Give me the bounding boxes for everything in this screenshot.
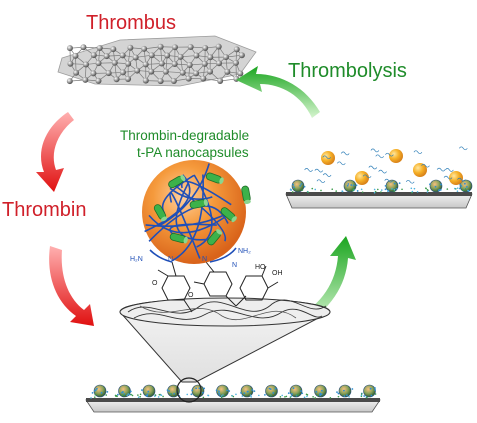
nanocapsules-label-line1: Thrombin-degradable xyxy=(120,128,250,143)
thrombus-label: Thrombus xyxy=(86,12,177,34)
chem-label-oh: OH xyxy=(272,270,283,277)
chem-label-h2n: H₂N xyxy=(130,256,143,263)
magnifier-cone-icon xyxy=(119,297,331,383)
chem-label-n3: N xyxy=(232,262,238,269)
chem-label-ho: HO xyxy=(255,264,266,271)
right-substrate xyxy=(285,146,473,209)
nanocapsule-icon xyxy=(142,160,251,264)
linker-structure xyxy=(157,261,279,313)
chem-label-o2: O xyxy=(188,292,194,299)
chem-label-nh2: NH₂ xyxy=(238,248,251,255)
green-curved-arrow-icon xyxy=(236,66,356,326)
thrombus-mesh-icon xyxy=(57,35,257,87)
bottom-substrate xyxy=(85,377,381,413)
chem-label-n1: N xyxy=(168,256,174,263)
chem-label-o1: O xyxy=(152,280,158,287)
thrombin-label: Thrombin xyxy=(2,199,87,221)
nanocapsules-label-line2: t-PA nanocapsules xyxy=(137,145,249,160)
thrombolysis-label: Thrombolysis xyxy=(288,60,407,82)
chem-label-n2: N xyxy=(202,256,208,263)
red-curved-arrow-icon xyxy=(36,112,94,326)
